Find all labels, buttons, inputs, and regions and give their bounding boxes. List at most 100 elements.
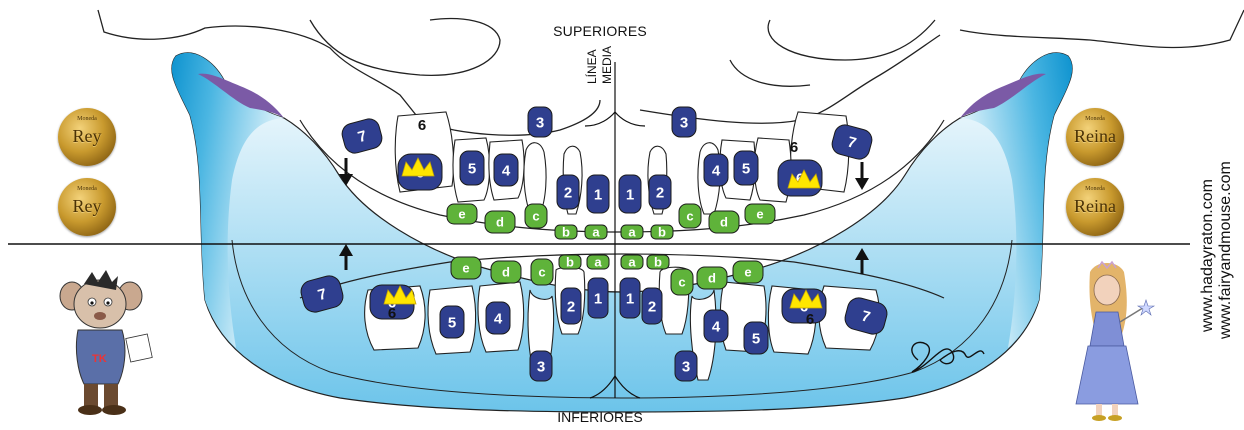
lower-left-tooth-5-label: 5 bbox=[448, 314, 456, 331]
upper-left-primary-a-label: a bbox=[592, 225, 600, 240]
lower-right-primary-b-label: b bbox=[654, 255, 662, 270]
upper-left-primary-c-label: c bbox=[532, 209, 539, 224]
lower-right-tooth-4-label: 4 bbox=[712, 318, 721, 335]
coin-label: Rey bbox=[58, 126, 116, 147]
lower-right-primary-d: d bbox=[697, 267, 727, 289]
upper-left-tooth-1-label: 1 bbox=[594, 186, 602, 203]
upper-left-tooth-4: 4 bbox=[494, 154, 518, 186]
lower-right-tooth-5-label: 5 bbox=[752, 330, 760, 347]
upper-left-primary-c: c bbox=[525, 204, 547, 228]
upper-right-tooth-4: 4 bbox=[704, 154, 728, 186]
lower-right-primary-c: c bbox=[671, 269, 693, 295]
upper-left-primary-b: b bbox=[555, 225, 577, 240]
upper-right-tooth-2-label: 2 bbox=[656, 184, 664, 201]
lower-right-tooth-2: 2 bbox=[642, 288, 662, 324]
lower-left-primary-b: b bbox=[559, 255, 581, 270]
upper-left-primary-b-label: b bbox=[562, 225, 570, 240]
lower-right-primary-a: a bbox=[621, 255, 643, 270]
upper-right-tooth-5: 5 bbox=[734, 151, 758, 185]
upper-left-tooth-2: 2 bbox=[557, 175, 579, 209]
upper-left-tooth-3: 3 bbox=[528, 107, 552, 137]
coin-small-text: Moneda bbox=[1066, 116, 1124, 122]
lower-left-primary-e: e bbox=[451, 257, 481, 279]
lower-right-tooth-3-label: 3 bbox=[682, 358, 690, 375]
svg-text:TK: TK bbox=[92, 353, 107, 365]
lower-left-tooth-1: 1 bbox=[588, 278, 608, 318]
upper-left-tooth-3-label: 3 bbox=[536, 114, 544, 131]
lower-right-primary-a-label: a bbox=[628, 255, 636, 270]
lower-left-tooth-3-label: 3 bbox=[537, 358, 545, 375]
lower-left-tooth-2: 2 bbox=[561, 288, 581, 324]
upper-right-primary-b-label: b bbox=[658, 225, 666, 240]
lower-left-primary-e-label: e bbox=[462, 261, 469, 276]
coin-label: Reina bbox=[1066, 196, 1124, 217]
lower-left-tooth-3: 3 bbox=[530, 351, 552, 381]
website-fairyandmouse: www.fairyandmouse.com bbox=[1217, 161, 1235, 339]
lower-right-primary-e: e bbox=[733, 261, 763, 283]
upper-left-primary-e-label: e bbox=[458, 207, 465, 222]
upper-left-tooth-1: 1 bbox=[587, 175, 609, 213]
upper-right-primary-a: a bbox=[621, 225, 643, 240]
lower-right-primary-d-label: d bbox=[708, 271, 716, 286]
molar-6-marker: 6 bbox=[806, 311, 814, 328]
upper-right-primary-a-label: a bbox=[628, 225, 636, 240]
upper-right-primary-e: e bbox=[745, 204, 775, 224]
upper-left-primary-a: a bbox=[585, 225, 607, 240]
lower-left-tooth-1-label: 1 bbox=[594, 290, 602, 307]
coin-small-text: Moneda bbox=[58, 116, 116, 122]
lower-left-primary-c: c bbox=[531, 259, 553, 285]
coin-label: Rey bbox=[58, 196, 116, 217]
molar-6-marker: 6 bbox=[388, 305, 396, 322]
upper-right-tooth-5-label: 5 bbox=[742, 160, 750, 177]
coin-rey-1: Moneda Rey bbox=[58, 108, 116, 166]
lower-right-tooth-5: 5 bbox=[744, 322, 768, 354]
upper-right-primary-d: d bbox=[709, 211, 739, 233]
upper-right-tooth-1-label: 1 bbox=[626, 186, 634, 203]
molar-6-marker: 6 bbox=[418, 117, 426, 134]
upper-left-primary-e: e bbox=[447, 204, 477, 224]
upper-left-tooth-5-label: 5 bbox=[468, 160, 476, 177]
lower-left-tooth-5: 5 bbox=[440, 306, 464, 338]
upper-right-primary-d-label: d bbox=[720, 215, 728, 230]
upper-left-tooth-5: 5 bbox=[460, 151, 484, 185]
lower-left-primary-c-label: c bbox=[538, 265, 545, 280]
lower-right-tooth-1: 1 bbox=[620, 278, 640, 318]
lower-right-tooth-4: 4 bbox=[704, 310, 728, 342]
lower-left-primary-d: d bbox=[491, 261, 521, 283]
lower-right-primary-b: b bbox=[647, 255, 669, 270]
upper-left-tooth-7: 7 bbox=[340, 117, 384, 156]
lower-right-tooth-3: 3 bbox=[675, 351, 697, 381]
lower-right-primary-e-label: e bbox=[744, 265, 751, 280]
molar-6-marker: 6 bbox=[790, 139, 798, 156]
upper-right-primary-c-label: c bbox=[686, 209, 693, 224]
lower-left-primary-b-label: b bbox=[566, 255, 574, 270]
upper-right-tooth-3-label: 3 bbox=[680, 114, 688, 131]
arrow-down-icon bbox=[855, 162, 869, 190]
coin-reina-2: Moneda Reina bbox=[1066, 178, 1124, 236]
upper-right-primary-e-label: e bbox=[756, 207, 763, 222]
lower-left-tooth-2-label: 2 bbox=[567, 298, 575, 315]
upper-left-primary-d-label: d bbox=[496, 215, 504, 230]
upper-right-tooth-2: 2 bbox=[649, 175, 671, 209]
linea-label: LÍNEA bbox=[585, 49, 599, 84]
upper-right-primary-c: c bbox=[679, 204, 701, 228]
upper-right-tooth-4-label: 4 bbox=[712, 162, 721, 179]
media-label: MEDIA bbox=[600, 46, 614, 84]
lower-right-primary-c-label: c bbox=[678, 275, 685, 290]
coin-small-text: Moneda bbox=[58, 186, 116, 192]
upper-right-tooth-1: 1 bbox=[619, 175, 641, 213]
website-hadayraton: www.hadayraton.com bbox=[1199, 179, 1217, 332]
coin-label: Reina bbox=[1066, 126, 1124, 147]
coin-small-text: Moneda bbox=[1066, 186, 1124, 192]
lower-right-tooth-2-label: 2 bbox=[648, 298, 656, 315]
fairy-character bbox=[1076, 262, 1154, 421]
mouse-character: TK bbox=[60, 270, 152, 415]
lower-left-tooth-4-label: 4 bbox=[494, 310, 503, 327]
upper-right-primary-b: b bbox=[651, 225, 673, 240]
upper-left-tooth-2-label: 2 bbox=[564, 184, 572, 201]
coin-reina-1: Moneda Reina bbox=[1066, 108, 1124, 166]
lower-left-primary-a: a bbox=[587, 255, 609, 270]
lower-right-tooth-1-label: 1 bbox=[626, 290, 634, 307]
